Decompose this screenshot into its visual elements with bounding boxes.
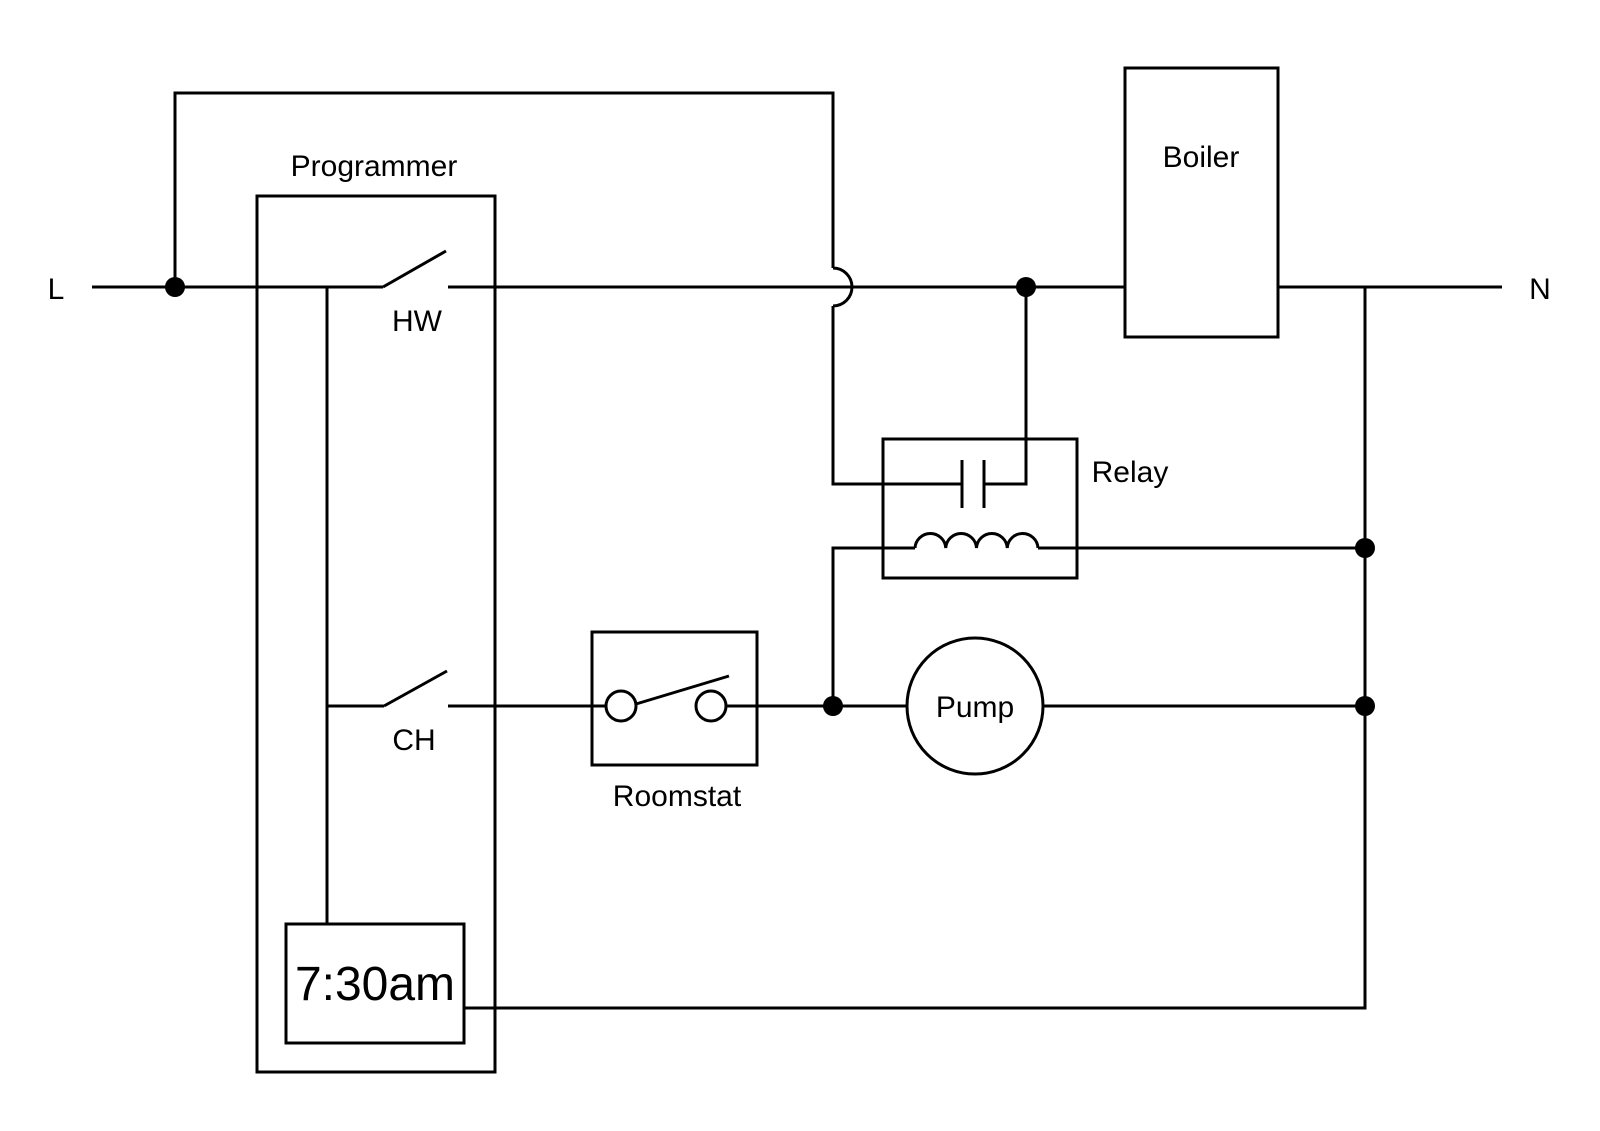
boiler-box	[1123, 66, 1280, 339]
top-feed-wire	[173, 91, 835, 287]
junction-dot-pump-feed	[823, 696, 843, 716]
programmer-box	[255, 194, 497, 1074]
clock-box	[284, 922, 466, 1045]
hw-switch-label: HW	[392, 305, 443, 338]
component-boxes	[255, 66, 1280, 1074]
junction-dot-boiler-feed	[1016, 277, 1036, 297]
roomstat-label: Roomstat	[613, 780, 742, 813]
wire-crossover-hop	[832, 266, 854, 308]
relay-contact-left-lead	[831, 306, 962, 486]
boiler-label: Boiler	[1163, 141, 1240, 174]
live-terminal-label: L	[48, 273, 65, 306]
timer-display: 7:30am	[295, 958, 455, 1011]
pump-label: Pump	[936, 691, 1014, 724]
round-components	[604, 636, 1045, 776]
junction-dots	[165, 277, 1375, 716]
relay-contact-right-lead	[984, 287, 1028, 486]
pump-circle	[905, 636, 1045, 776]
junction-dot-coil-neutral	[1355, 538, 1375, 558]
junction-dot-pump-neutral	[1355, 696, 1375, 716]
relay-coil	[913, 532, 1040, 549]
relay-coil-left-lead	[831, 546, 915, 706]
wires	[92, 91, 1502, 1010]
roomstat-box	[590, 630, 759, 767]
relay-box	[881, 437, 1079, 580]
ch-switch-blade	[383, 669, 448, 708]
roomstat-terminal-right	[694, 689, 728, 723]
hw-switch-blade	[382, 249, 447, 289]
neutral-return-wire	[464, 287, 1367, 1010]
roomstat-terminal-left	[604, 689, 638, 723]
neutral-terminal-label: N	[1529, 273, 1551, 306]
junction-dot-live-feed	[165, 277, 185, 297]
programmer-label: Programmer	[291, 150, 458, 183]
roomstat-switch-blade	[635, 674, 730, 706]
relay-label: Relay	[1092, 456, 1169, 489]
ch-switch-label: CH	[392, 724, 435, 757]
